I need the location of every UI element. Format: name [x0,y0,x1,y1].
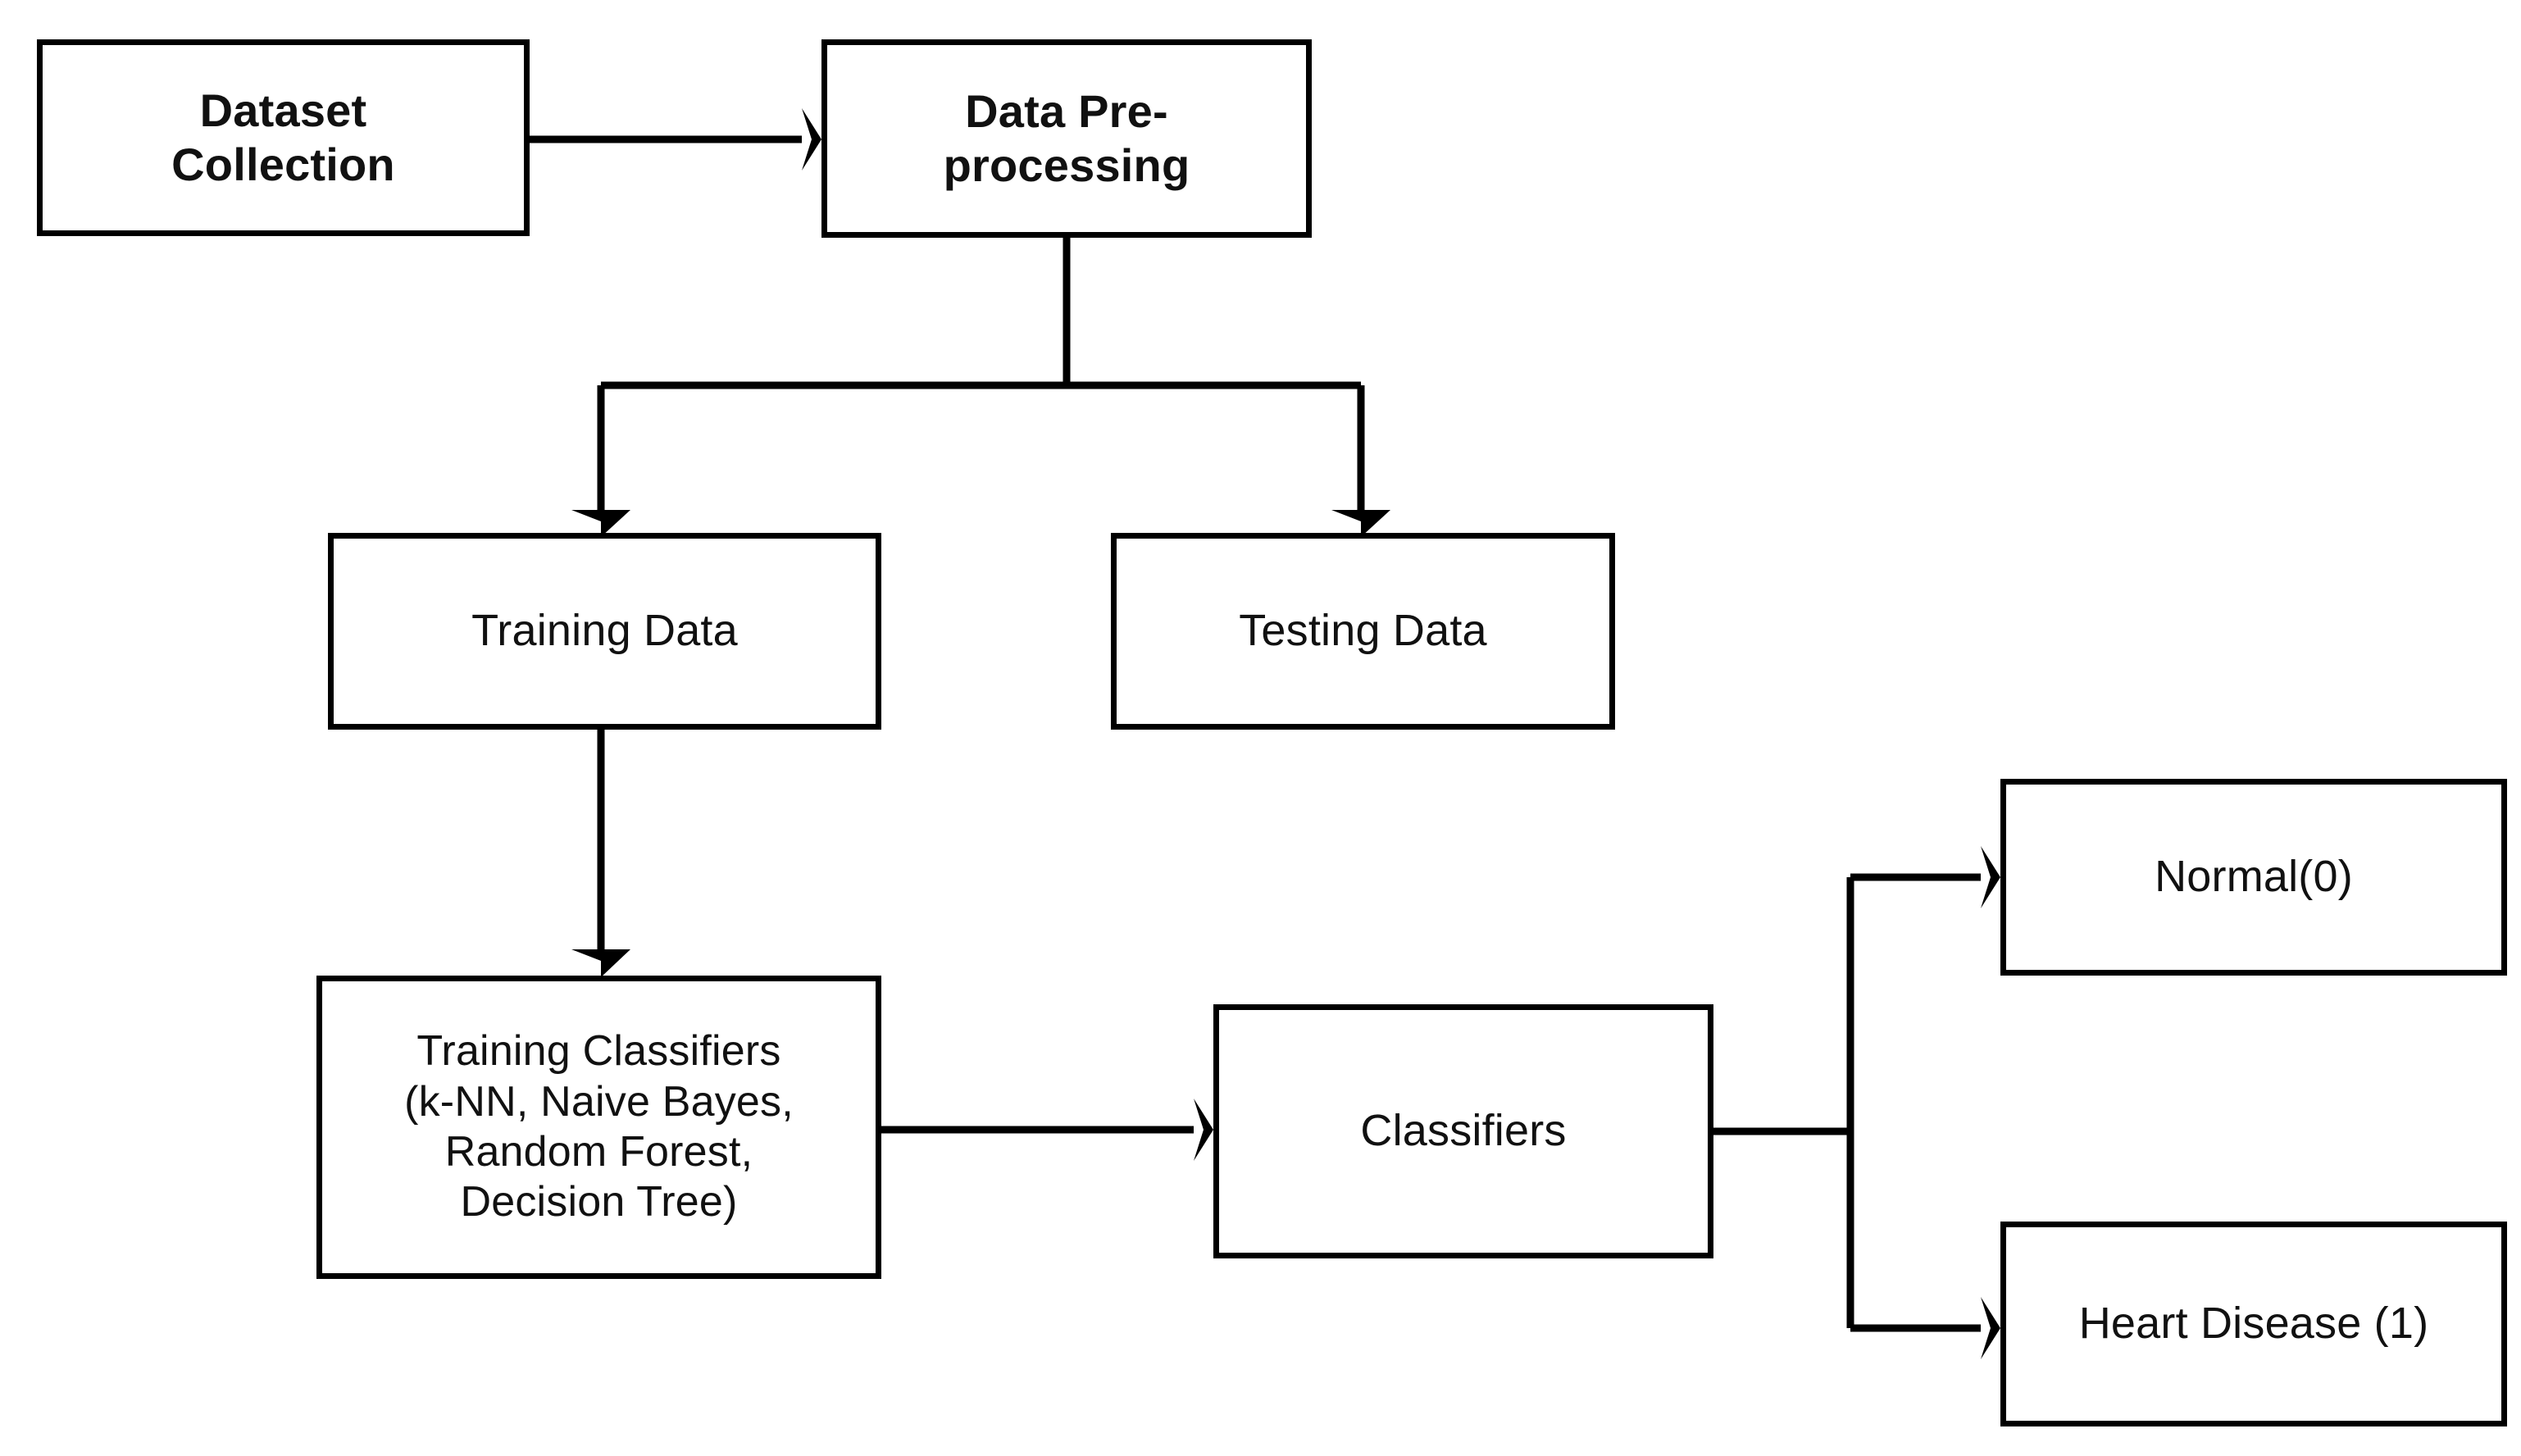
node-label-data-preprocessing: Data Pre- processing [943,84,1190,191]
edge-dataset-to-preprocessing [530,108,821,171]
node-testing-data[interactable]: Testing Data [1111,533,1615,730]
edge-classifiers-to-heart-disease [1850,1297,2000,1359]
node-heart-disease-output[interactable]: Heart Disease (1) [2000,1222,2507,1426]
edge-training-data-to-training-classifiers [571,730,630,977]
node-dataset-collection[interactable]: Dataset Collection [37,39,530,236]
edge-preprocessing-to-testing-data [1331,385,1390,537]
node-label-testing-data: Testing Data [1239,606,1487,656]
edge-preprocessing-to-training-data [571,385,630,537]
node-normal-output[interactable]: Normal(0) [2000,779,2507,976]
node-label-heart-disease: Heart Disease (1) [2078,1299,2429,1349]
edge-classifiers-to-normal [1850,846,2000,908]
node-training-classifiers[interactable]: Training Classifiers (k-NN, Naive Bayes,… [316,976,881,1279]
node-label-training-classifiers: Training Classifiers (k-NN, Naive Bayes,… [404,1027,794,1226]
edge-preprocessing-split-bus [601,238,1361,389]
node-data-preprocessing[interactable]: Data Pre- processing [821,39,1312,238]
edge-training-classifiers-to-classifiers [881,1099,1213,1161]
node-label-normal: Normal(0) [2155,852,2353,902]
node-label-training-data: Training Data [471,606,738,656]
node-label-dataset-collection: Dataset Collection [171,84,395,190]
node-classifiers[interactable]: Classifiers [1213,1004,1713,1258]
edge-classifiers-split-bus [1713,877,1854,1328]
node-training-data[interactable]: Training Data [328,533,881,730]
node-label-classifiers: Classifiers [1360,1106,1567,1156]
